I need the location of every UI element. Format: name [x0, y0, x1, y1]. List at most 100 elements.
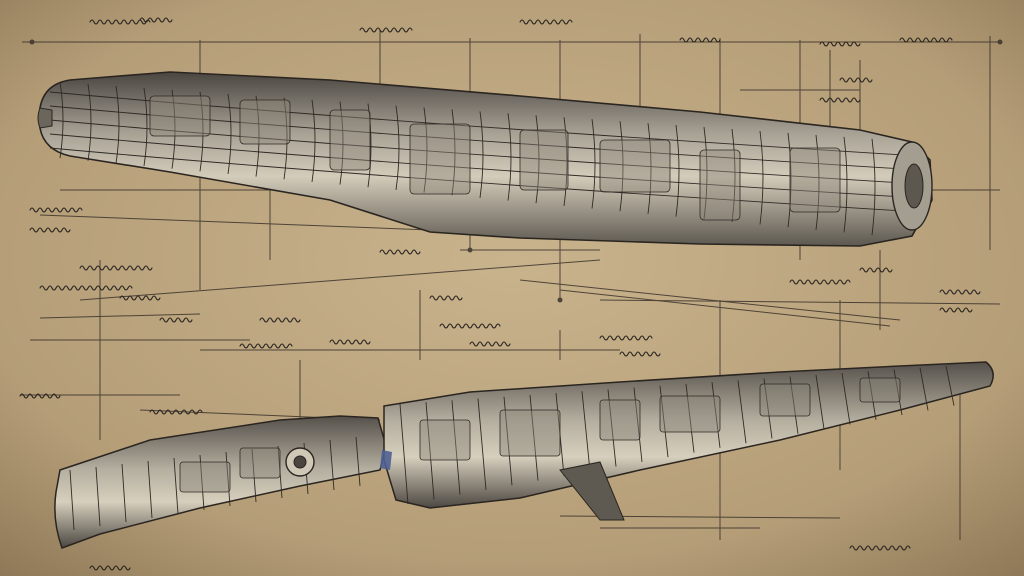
lower-hull-blue-accent — [380, 450, 392, 470]
handwritten-note — [429, 295, 463, 301]
hull-panel — [699, 149, 741, 221]
dimension-line — [519, 279, 901, 321]
hull-panel — [419, 419, 471, 461]
hull-band — [425, 402, 435, 500]
hull-band — [789, 376, 799, 434]
hull-band — [59, 81, 64, 159]
hull-band — [711, 382, 721, 448]
hull-band — [731, 128, 736, 222]
hull-band — [685, 383, 695, 453]
hull-band — [659, 385, 669, 458]
handwritten-note — [839, 77, 873, 83]
handwritten-note — [939, 307, 973, 313]
hull-band — [867, 371, 877, 420]
hull-band — [703, 127, 708, 220]
dimension-tick — [557, 297, 563, 303]
hull-band — [173, 457, 179, 515]
handwritten-note — [159, 317, 193, 323]
hull-panel — [409, 123, 471, 195]
hull-band — [121, 463, 127, 523]
handwritten-annotations — [19, 17, 981, 571]
handwritten-note — [899, 37, 953, 43]
hull-band — [395, 105, 400, 190]
hull-band — [871, 138, 876, 236]
handwritten-note — [679, 37, 721, 43]
hull-band — [503, 396, 513, 486]
lower-hull-fin — [559, 461, 625, 521]
hull-seam — [49, 105, 921, 171]
lower-hull — [54, 361, 994, 549]
lower-hull-detail-panels — [179, 377, 901, 493]
hull-panel — [239, 99, 291, 145]
hull-panel — [859, 377, 901, 403]
handwritten-note — [29, 227, 71, 233]
lower-hull-main-section — [383, 361, 994, 509]
handwritten-note — [619, 351, 661, 357]
upper-hull — [37, 71, 933, 247]
hull-band — [225, 451, 231, 507]
handwritten-note — [819, 97, 861, 103]
hull-panel — [519, 129, 569, 191]
handwritten-note — [939, 289, 981, 295]
hull-band — [945, 365, 955, 406]
hull-panel — [499, 409, 561, 457]
lower-hull-porthole-inner — [293, 455, 307, 469]
hull-band — [607, 389, 617, 467]
dimension-tick — [997, 39, 1003, 45]
hull-band — [591, 119, 596, 209]
hull-band — [143, 87, 148, 167]
handwritten-note — [359, 27, 413, 33]
hull-band — [841, 372, 851, 425]
dimension-line — [599, 299, 1001, 305]
hull-band — [737, 380, 747, 444]
hull-panel — [149, 95, 211, 137]
handwritten-note — [39, 285, 133, 291]
handwritten-note — [819, 41, 861, 47]
hull-panel — [329, 109, 371, 171]
hull-band — [199, 91, 204, 172]
hull-band — [329, 439, 335, 491]
hull-band — [311, 99, 316, 183]
upper-hull-engine-core — [904, 163, 924, 209]
hull-band — [451, 109, 456, 196]
dimension-line — [39, 313, 201, 319]
hull-band — [893, 369, 903, 416]
hull-band — [529, 394, 539, 481]
hull-panel — [659, 395, 721, 433]
handwritten-note — [149, 409, 203, 415]
hull-band — [619, 121, 624, 212]
hull-seam — [49, 133, 921, 199]
hull-band — [87, 83, 92, 161]
hull-band — [251, 448, 257, 503]
handwritten-note — [859, 267, 893, 273]
hull-seam — [49, 119, 921, 185]
hull-band — [171, 89, 176, 169]
hull-band — [227, 93, 232, 175]
hull-band — [451, 400, 461, 495]
handwritten-note — [789, 279, 851, 285]
hull-band — [283, 97, 288, 180]
hull-band — [563, 117, 568, 206]
hull-band — [423, 107, 428, 193]
hull-band — [647, 123, 652, 214]
hull-band — [759, 130, 764, 225]
hull-panel — [239, 447, 281, 479]
hull-band — [843, 136, 848, 233]
hull-band — [147, 460, 153, 519]
hull-band — [581, 391, 591, 472]
handwritten-note — [19, 393, 61, 399]
upper-hull-detail-panels — [149, 95, 841, 221]
hull-seam — [49, 147, 921, 213]
handwritten-note — [599, 335, 653, 341]
handwritten-note — [139, 17, 173, 23]
dimension-line — [559, 289, 891, 327]
hull-band — [815, 374, 825, 430]
hull-panel — [599, 139, 671, 193]
hull-panel — [179, 461, 231, 493]
handwritten-note — [119, 295, 161, 301]
dimension-tick — [29, 39, 35, 45]
dimension-line — [79, 259, 601, 301]
hull-band — [399, 403, 409, 505]
